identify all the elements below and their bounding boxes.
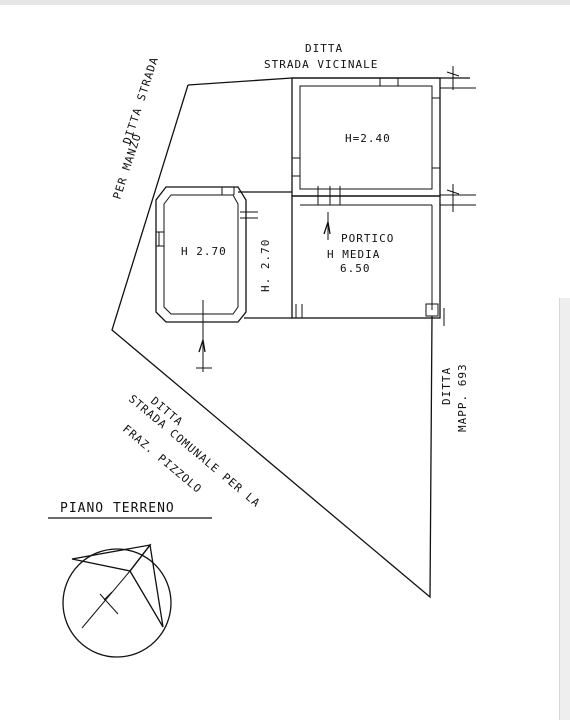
portico-title: PORTICO <box>341 232 394 245</box>
floor-title: PIANO TERRENO <box>60 501 175 516</box>
section-markers <box>196 66 460 372</box>
room-north-height: H=2.40 <box>345 132 391 145</box>
north-owner-label: DITTA <box>305 42 343 55</box>
connecting-walls <box>238 191 292 319</box>
north-road-label: STRADA VICINALE <box>264 58 378 71</box>
east-parcel-label: MAPP. 693 <box>456 363 469 432</box>
west-owner-road-label: DITTA STRADA <box>120 55 161 146</box>
west-wall-height: H. 2.70 <box>259 239 272 292</box>
scrollbar[interactable] <box>559 298 570 720</box>
portico <box>291 186 445 326</box>
top-border <box>0 0 570 5</box>
room-west <box>155 186 247 323</box>
portico-height-value: 6.50 <box>340 262 371 275</box>
south-hamlet-label: FRAZ. PIZZOLO <box>120 422 204 496</box>
east-owner-label: DITTA <box>440 367 453 405</box>
north-arrow-compass-icon <box>62 543 172 658</box>
lot-boundary <box>111 77 476 599</box>
room-west-height: H 2.70 <box>181 245 227 258</box>
portico-height-label: H MEDIA <box>327 248 380 261</box>
